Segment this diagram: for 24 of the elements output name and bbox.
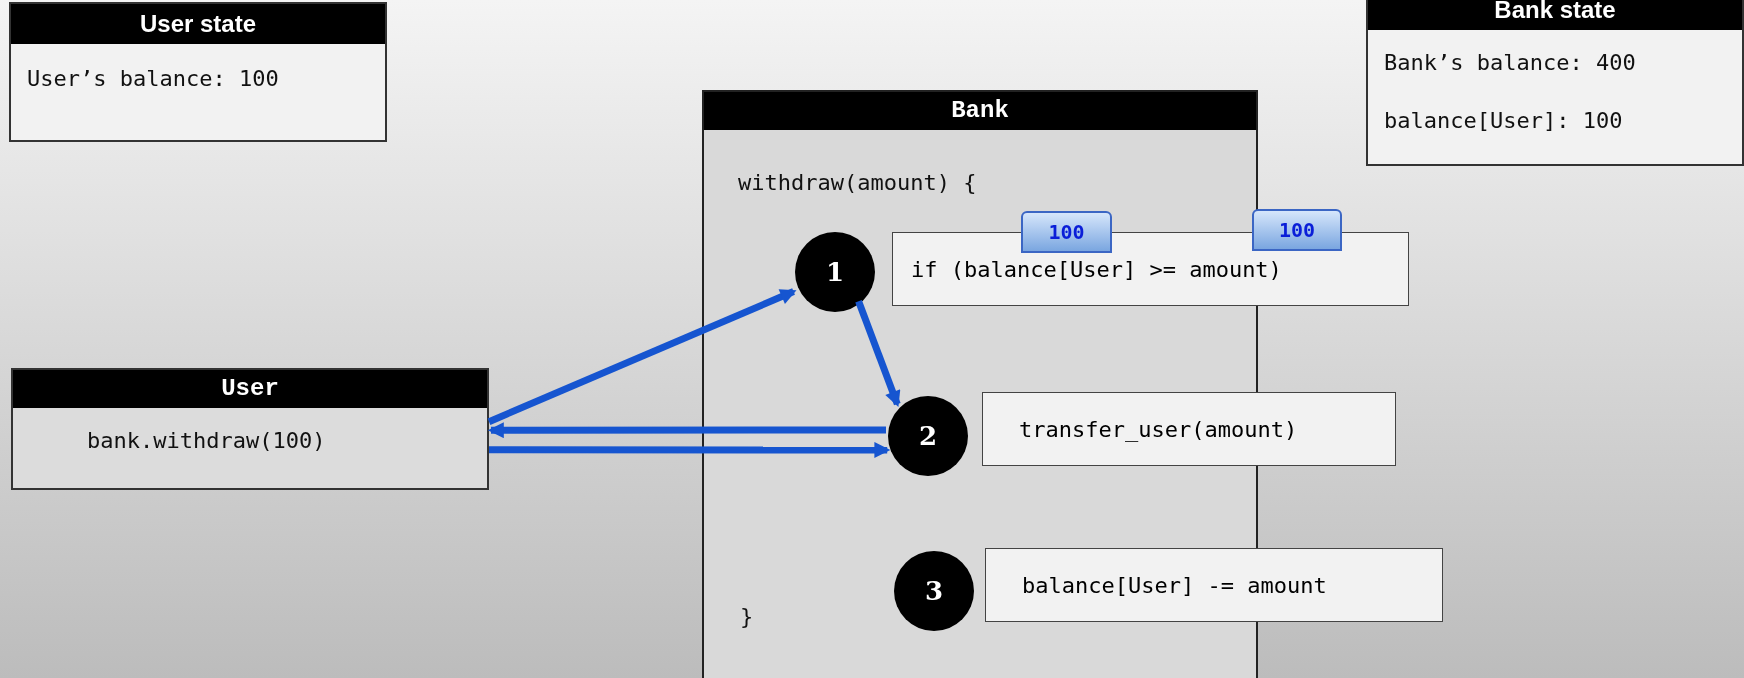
- arrow: [487, 422, 886, 439]
- step-marker: 1: [795, 232, 875, 312]
- code-box: transfer_user(amount): [982, 392, 1396, 466]
- state-value: User’s balance: 100: [27, 66, 279, 91]
- step-marker: 2: [888, 396, 968, 476]
- state-panel: [9, 2, 387, 142]
- state-panel: [1366, 0, 1744, 166]
- code-box: balance[User] -= amount: [985, 548, 1443, 622]
- caller-panel: [11, 368, 489, 490]
- code-line: }: [740, 604, 754, 629]
- arrow: [855, 299, 901, 408]
- panel-title: User: [13, 370, 487, 408]
- panel-title: Bank: [704, 92, 1256, 130]
- value-badge: 100: [1252, 209, 1342, 251]
- state-value: balance[User]: 100: [1384, 108, 1623, 133]
- arrow: [489, 442, 891, 458]
- code-line: withdraw(amount) {: [738, 170, 977, 195]
- step-marker: 3: [894, 551, 974, 631]
- value-badge: 100: [1021, 211, 1112, 253]
- arrow: [487, 288, 797, 425]
- panel-title: User state: [11, 4, 385, 44]
- panel-title: Bank state: [1368, 0, 1742, 30]
- code-line: bank.withdraw(100): [87, 428, 326, 453]
- state-value: Bank’s balance: 400: [1384, 50, 1636, 75]
